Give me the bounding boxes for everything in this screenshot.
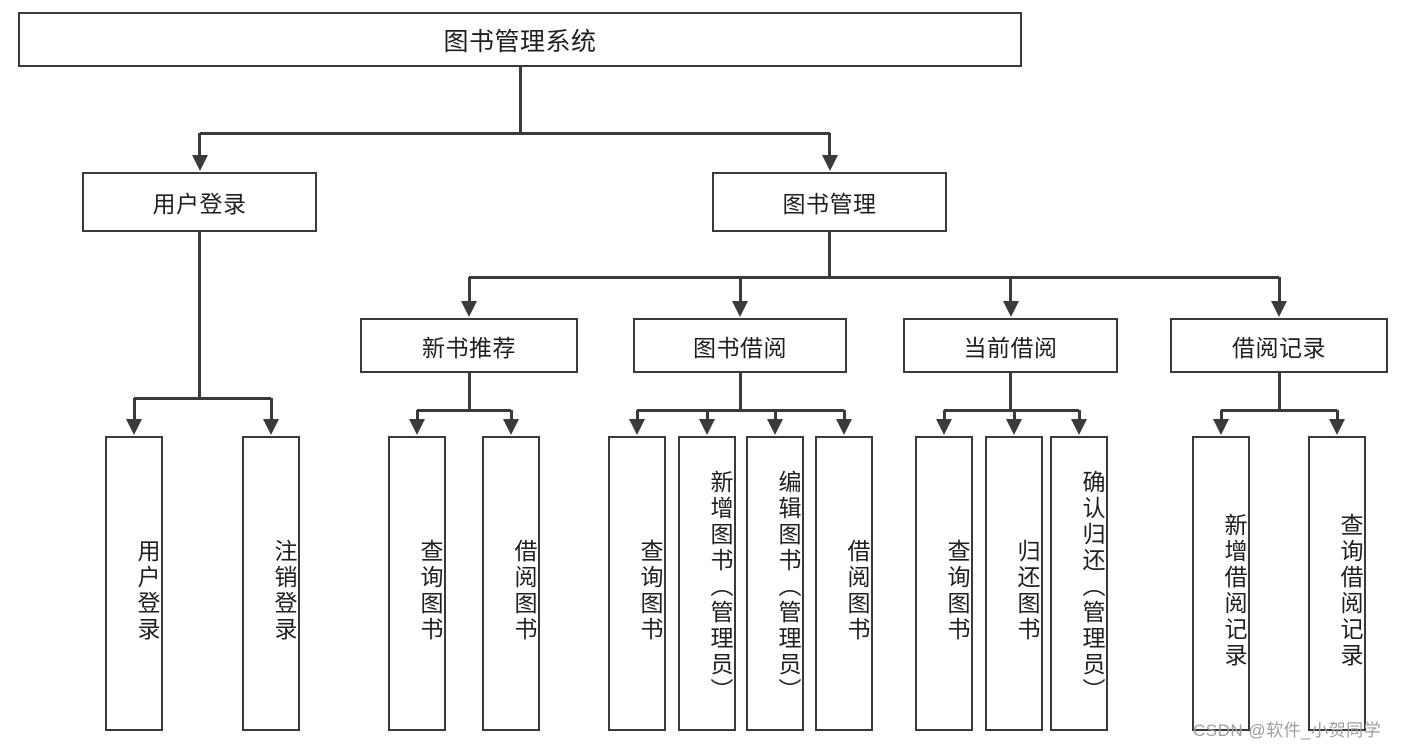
node-leaf-6[interactable]: 编辑图书（管理员） — [746, 436, 804, 731]
connector-l2-to-l3-1 — [738, 277, 742, 304]
node-level2-1[interactable]: 图书管理 — [712, 172, 947, 232]
connector-to-leaf-2-0 — [635, 410, 639, 422]
connector-parent-bus-2 — [637, 408, 844, 412]
arrow-to-leaf-3-0 — [936, 419, 952, 435]
node-leaf-12[interactable]: 查询借阅记录 — [1308, 436, 1366, 731]
arrow-to-leaf-1-0 — [409, 419, 425, 435]
node-leaf-5[interactable]: 新增图书（管理员） — [678, 436, 736, 731]
arrow-l2-to-l3-3 — [1271, 301, 1287, 317]
connector-to-leaf-4-0 — [1219, 410, 1223, 422]
node-leaf-0[interactable]: 用户登录 — [105, 436, 163, 731]
connector-parent-bus-0 — [134, 396, 271, 400]
arrow-to-leaf-4-1 — [1329, 419, 1345, 435]
connector-parent-bus-4 — [1221, 408, 1337, 412]
connector-to-leaf-4-1 — [1335, 410, 1339, 422]
connector-parent-bus-3 — [944, 408, 1079, 412]
connector-parent-stem-4 — [1277, 373, 1281, 410]
arrow-l2-to-l3-1 — [732, 301, 748, 317]
connector-l2-mgmt-bus — [469, 275, 1279, 279]
node-leaf-2[interactable]: 查询图书 — [388, 436, 446, 731]
connector-to-leaf-2-1 — [705, 410, 709, 422]
connector-parent-stem-2 — [738, 373, 742, 410]
arrow-to-leaf-2-0 — [629, 419, 645, 435]
arrow-root-to-l2-1 — [821, 155, 838, 171]
node-level3-0[interactable]: 新书推荐 — [360, 318, 578, 373]
node-leaf-4[interactable]: 查询图书 — [608, 436, 666, 731]
arrow-to-leaf-0-1 — [263, 419, 279, 435]
node-leaf-3[interactable]: 借阅图书 — [482, 436, 540, 731]
connector-to-leaf-1-1 — [509, 410, 513, 422]
connector-root-to-l2-0 — [198, 133, 201, 158]
connector-parent-stem-0 — [198, 232, 201, 398]
node-level3-3[interactable]: 借阅记录 — [1170, 318, 1388, 373]
arrow-to-leaf-2-1 — [699, 419, 715, 435]
arrow-to-leaf-4-0 — [1213, 419, 1229, 435]
node-leaf-10[interactable]: 确认归还（管理员） — [1050, 436, 1108, 731]
connector-root-stem — [518, 67, 522, 133]
arrow-root-to-l2-0 — [191, 155, 208, 171]
connector-to-leaf-2-2 — [773, 410, 777, 422]
connector-to-leaf-3-1 — [1012, 410, 1016, 422]
connector-l2-mgmt-stem — [828, 232, 831, 277]
watermark: CSDN @软件_小贺同学 — [1193, 721, 1382, 740]
connector-parent-bus-1 — [417, 408, 511, 412]
connector-parent-stem-1 — [467, 373, 471, 410]
node-root[interactable]: 图书管理系统 — [18, 12, 1022, 67]
arrow-to-leaf-2-2 — [767, 419, 783, 435]
connector-to-leaf-0-1 — [269, 398, 273, 422]
node-level3-1[interactable]: 图书借阅 — [633, 318, 847, 373]
arrow-l2-to-l3-0 — [461, 301, 477, 317]
connector-to-leaf-3-2 — [1077, 410, 1081, 422]
connector-to-leaf-1-0 — [415, 410, 419, 422]
node-leaf-11[interactable]: 新增借阅记录 — [1192, 436, 1250, 731]
connector-l2-to-l3-2 — [1009, 277, 1012, 304]
connector-to-leaf-3-0 — [942, 410, 946, 422]
connector-parent-stem-3 — [1009, 373, 1012, 410]
arrow-to-leaf-2-3 — [836, 419, 852, 435]
arrow-to-leaf-1-1 — [503, 419, 519, 435]
arrow-to-leaf-3-1 — [1006, 419, 1022, 435]
arrow-to-leaf-3-2 — [1071, 419, 1087, 435]
connector-root-bus — [199, 131, 830, 135]
arrow-to-leaf-0-0 — [126, 419, 142, 435]
node-level2-0[interactable]: 用户登录 — [82, 172, 317, 232]
node-level3-2[interactable]: 当前借阅 — [903, 318, 1118, 373]
connector-to-leaf-0-0 — [132, 398, 136, 422]
arrow-l2-to-l3-2 — [1002, 301, 1019, 317]
connector-l2-to-l3-0 — [467, 277, 471, 304]
node-leaf-8[interactable]: 查询图书 — [915, 436, 973, 731]
connector-l2-to-l3-3 — [1277, 277, 1281, 304]
node-leaf-7[interactable]: 借阅图书 — [815, 436, 873, 731]
node-leaf-9[interactable]: 归还图书 — [985, 436, 1043, 731]
connector-root-to-l2-1 — [828, 133, 831, 158]
connector-to-leaf-2-3 — [842, 410, 846, 422]
node-leaf-1[interactable]: 注销登录 — [242, 436, 300, 731]
